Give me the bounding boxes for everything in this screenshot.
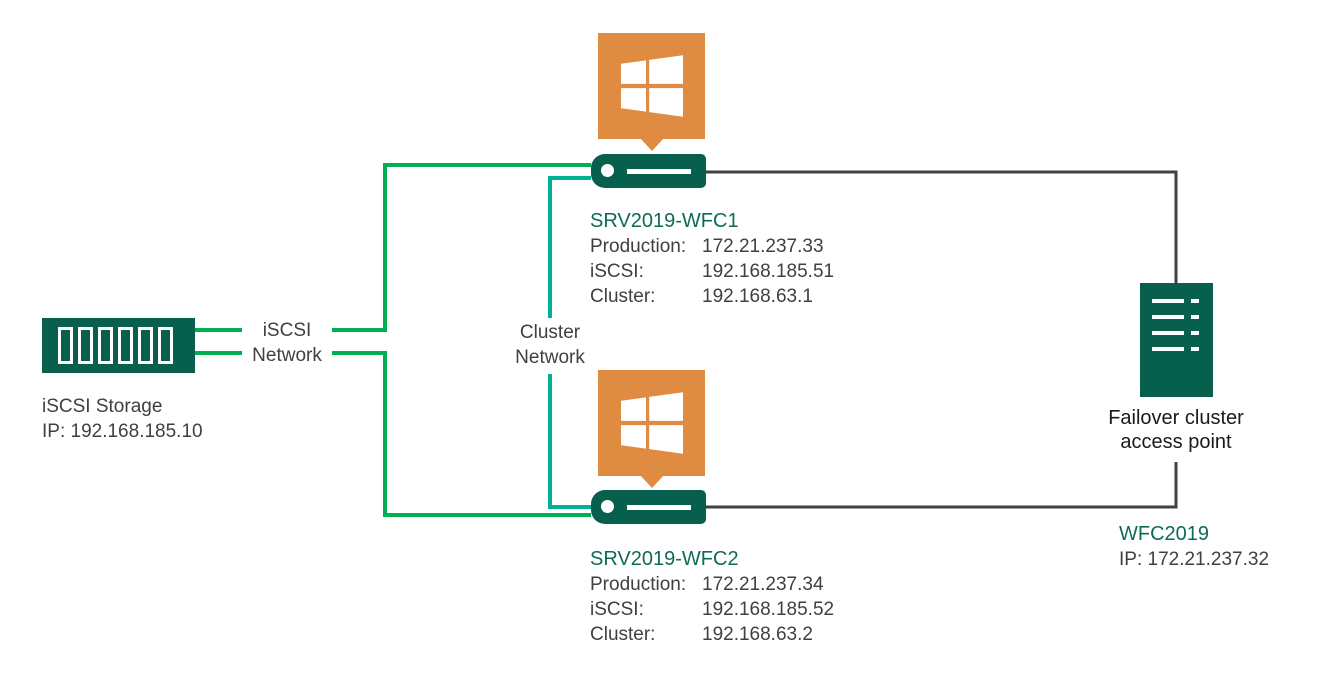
access-point-caption-line1: Failover cluster: [1108, 407, 1244, 429]
iscsi-network-line-to-server2: [194, 351, 591, 517]
storage-caption: iSCSI Storage IP: 192.168.185.10: [42, 394, 203, 444]
server-led-icon: [601, 500, 614, 513]
windows-logo-icon: [620, 55, 683, 117]
windows-server1-icon: [598, 33, 705, 151]
storage-title: iSCSI Storage: [42, 396, 163, 417]
production-network-line-bottom: [706, 457, 1178, 509]
server1-caption: SRV2019-WFC1 Production: 172.21.237.33 i…: [590, 208, 834, 309]
disk-slot-icon: [98, 327, 113, 364]
iscsi-storage-icon: [42, 318, 195, 373]
access-point-icon: [1140, 283, 1213, 397]
windows-logo-icon: [620, 392, 683, 454]
server2-row-value: 192.168.185.52: [702, 599, 835, 620]
disk-slot-icon: [138, 327, 153, 364]
server1-bar-icon: [591, 154, 706, 188]
windows-server2-icon: [598, 370, 705, 488]
cluster-network-label-line2: Network: [515, 347, 585, 368]
iscsi-network-line-to-server1: [194, 163, 591, 332]
server1-row-value: 172.21.237.33: [702, 236, 824, 257]
disk-slot-icon: [78, 327, 93, 364]
server2-row-value: 172.21.237.34: [702, 574, 824, 595]
server2-row-value: 192.168.63.2: [702, 624, 813, 645]
server2-caption: SRV2019-WFC2 Production: 172.21.237.34 i…: [590, 546, 834, 647]
production-network-line-top: [706, 170, 1178, 290]
callout-tail: [639, 138, 664, 151]
server2-row-label: iSCSI:: [590, 599, 644, 620]
server2-row-label: Cluster:: [590, 624, 656, 645]
server1-name: SRV2019-WFC1: [590, 210, 739, 232]
server1-row-label: iSCSI:: [590, 261, 644, 282]
cluster-network-label-line1: Cluster: [519, 322, 581, 343]
list-line-icon: [1152, 347, 1213, 351]
cluster-ip: IP: 172.21.237.32: [1119, 549, 1270, 570]
storage-ip: IP: 192.168.185.10: [42, 421, 203, 442]
server2-name: SRV2019-WFC2: [590, 548, 739, 570]
list-line-icon: [1152, 315, 1213, 319]
disk-slot-icon: [118, 327, 133, 364]
list-line-icon: [1152, 331, 1213, 335]
server2-bar-icon: [591, 490, 706, 524]
cluster-network-label: Cluster Network: [504, 318, 596, 374]
server1-row-label: Cluster:: [590, 286, 656, 307]
server1-row-label: Production:: [590, 236, 687, 257]
list-line-icon: [1152, 299, 1213, 303]
disk-slot-icon: [58, 327, 73, 364]
server-drive-slot-icon: [627, 505, 691, 510]
server1-row-value: 192.168.63.1: [702, 286, 813, 307]
server1-row-value: 192.168.185.51: [702, 261, 835, 282]
server2-row-label: Production:: [590, 574, 687, 595]
access-point-details: WFC2019 IP: 172.21.237.32: [1119, 521, 1269, 572]
iscsi-network-label: iSCSI Network: [242, 316, 332, 372]
server-led-icon: [601, 164, 614, 177]
server-drive-slot-icon: [627, 169, 691, 174]
access-point-caption-line2: access point: [1120, 431, 1232, 453]
iscsi-network-label-line1: iSCSI: [262, 320, 312, 341]
callout-tail: [639, 475, 664, 488]
cluster-name: WFC2019: [1119, 523, 1210, 545]
iscsi-network-label-line2: Network: [252, 345, 322, 366]
disk-slot-icon: [158, 327, 173, 364]
access-point-caption: Failover cluster access point: [1086, 406, 1266, 462]
